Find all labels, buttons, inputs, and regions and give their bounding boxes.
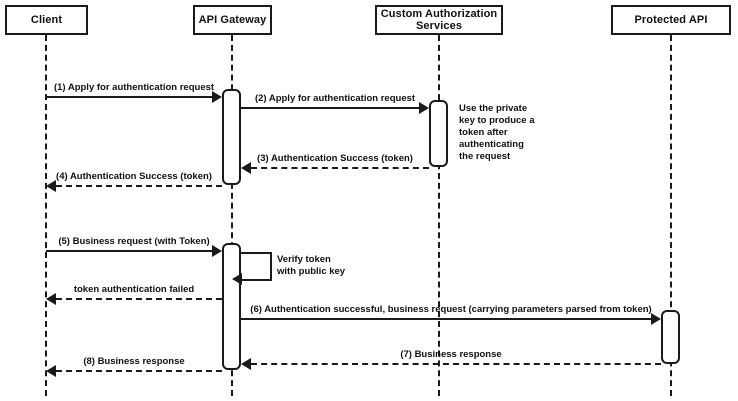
arrowhead-left-icon (241, 358, 251, 370)
participant-api-gateway[interactable]: API Gateway (193, 5, 272, 35)
message-7-line (251, 363, 661, 365)
message-8-label: (8) Business response (83, 356, 185, 367)
message-5-line (46, 250, 212, 252)
message-1-label: (1) Apply for authentication request (53, 82, 215, 93)
activation-api-gateway-auth (222, 89, 241, 185)
arrowhead-right-icon (212, 91, 222, 103)
lifeline-api-gateway (231, 35, 233, 396)
message-4-label: (4) Authentication Success (token) (56, 171, 212, 182)
message-self-verify-token[interactable] (232, 252, 272, 285)
activation-api-gateway-business (222, 243, 241, 370)
message-3-line (251, 167, 429, 169)
activation-protected-api (661, 310, 680, 364)
message-2-label: (2) Apply for authentication request (254, 93, 416, 104)
arrowhead-left-icon (46, 293, 56, 305)
message-fail-label: token authentication failed (73, 284, 195, 295)
arrowhead-right-icon (419, 102, 429, 114)
arrowhead-right-icon (212, 245, 222, 257)
message-self-verify-token-label: Verify token with public key (277, 254, 346, 277)
lifeline-client (45, 35, 47, 396)
message-3-label: (3) Authentication Success (token) (257, 153, 413, 164)
activation-custom-authorization-services (429, 100, 448, 167)
lifeline-protected-api (670, 35, 672, 396)
message-8-line (56, 370, 222, 372)
message-7-label: (7) Business response (400, 349, 502, 360)
arrowhead-left-icon (46, 180, 56, 192)
message-4-line (56, 185, 222, 187)
message-6-line (241, 318, 651, 320)
message-fail-line (56, 298, 222, 300)
arrowhead-left-icon (232, 273, 242, 285)
message-2-line (241, 107, 419, 109)
arrowhead-left-icon (241, 162, 251, 174)
participant-protected-api[interactable]: Protected API (611, 5, 731, 35)
arrowhead-right-icon (651, 313, 661, 325)
message-5-label: (5) Business request (with Token) (58, 236, 210, 247)
message-1-line (46, 96, 212, 98)
message-6-label: (6) Authentication successful, business … (250, 304, 652, 315)
arrowhead-left-icon (46, 365, 56, 377)
lifeline-custom-authorization-services (438, 35, 440, 396)
participant-custom-authorization-services[interactable]: Custom Authorization Services (375, 5, 503, 35)
participant-client[interactable]: Client (5, 5, 88, 35)
note-private-key: Use the private key to produce a token a… (459, 103, 535, 162)
